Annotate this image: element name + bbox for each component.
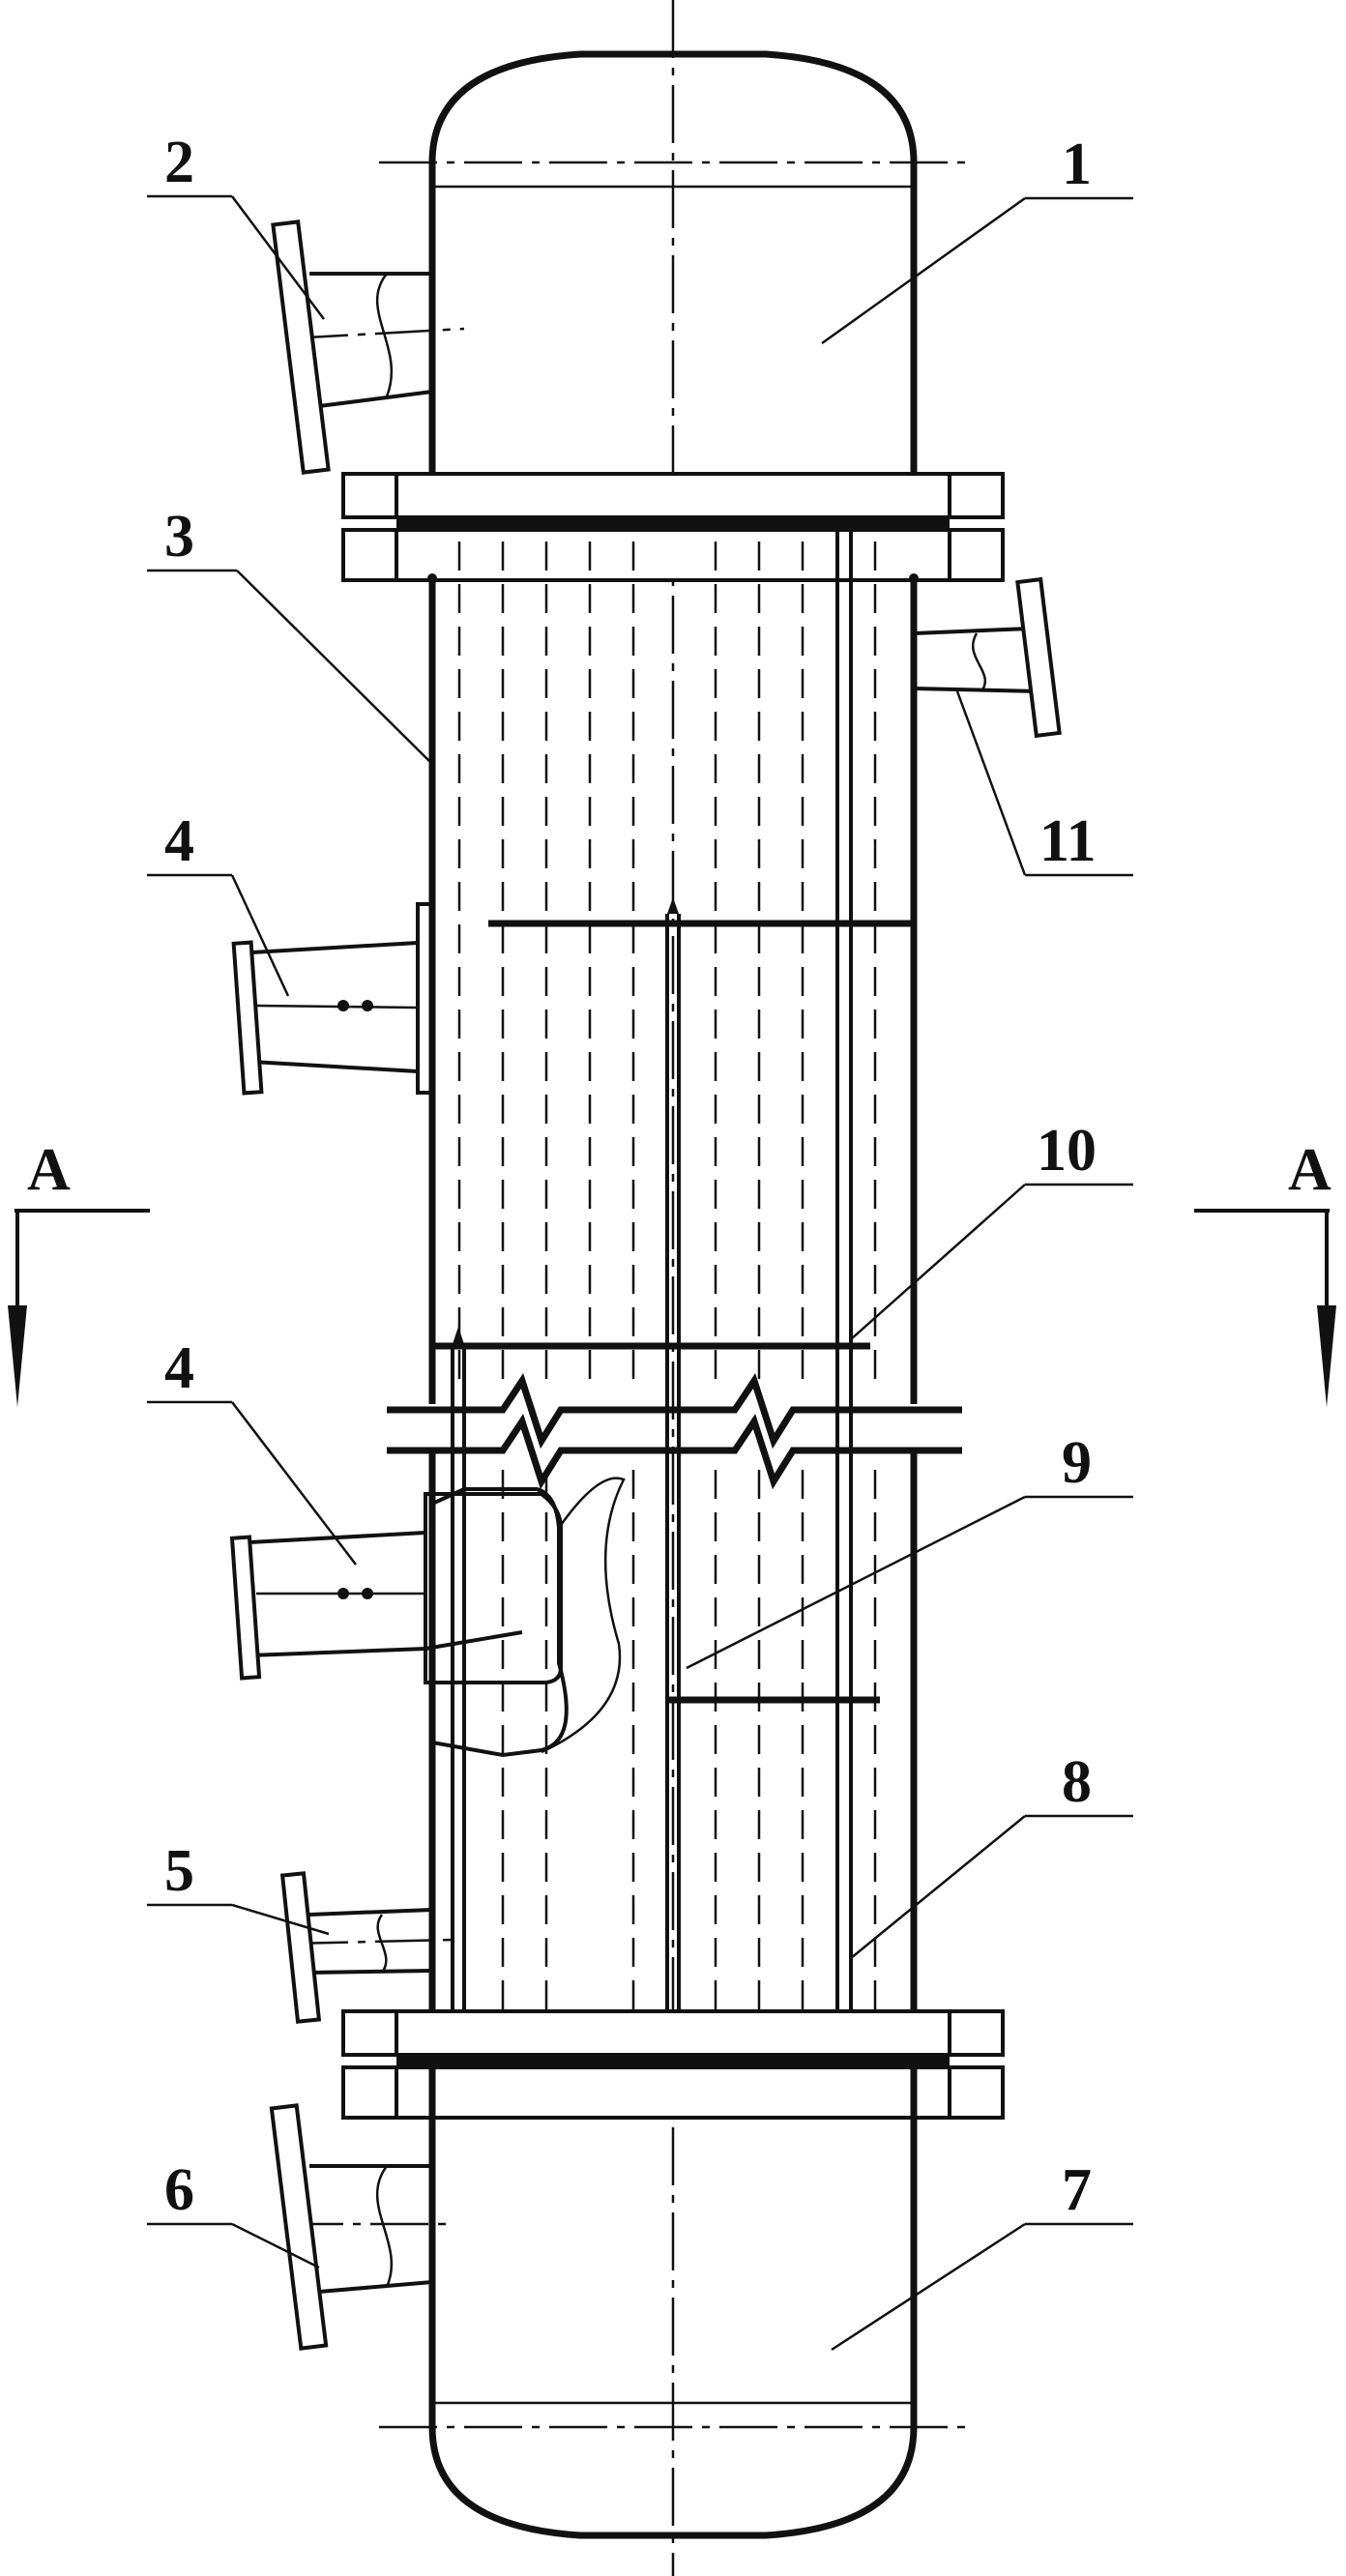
callout-6: 6 xyxy=(147,2157,320,2269)
nozzle-6 xyxy=(269,2103,454,2351)
nozzle-4-upper xyxy=(231,902,433,1096)
nozzle-2 xyxy=(271,220,465,475)
callout-5: 5 xyxy=(147,1838,330,1936)
callout-10-label: 10 xyxy=(1037,1118,1097,1184)
callout-8-label: 8 xyxy=(1062,1749,1092,1815)
callout-11-label: 11 xyxy=(1039,808,1097,874)
callout-5-label: 5 xyxy=(164,1838,194,1904)
nozzle-4-lower xyxy=(229,1477,626,1758)
section-marker-left: A xyxy=(8,1137,150,1407)
callout-1-label: 1 xyxy=(1062,132,1092,197)
shell xyxy=(387,580,962,2016)
bottom-head xyxy=(379,2067,967,2539)
callout-8: 8 xyxy=(850,1749,1133,1959)
callout-7: 7 xyxy=(831,2157,1133,2352)
section-label-right: A xyxy=(1288,1137,1331,1203)
callout-7-label: 7 xyxy=(1062,2157,1092,2223)
bottom-flanges xyxy=(341,2009,1005,2120)
tube-bundle xyxy=(457,542,877,2050)
callout-1: 1 xyxy=(821,132,1133,345)
tie-rods xyxy=(427,527,919,2069)
callout-9: 9 xyxy=(686,1430,1133,1670)
nozzle-5 xyxy=(279,1871,455,2024)
callout-10: 10 xyxy=(850,1118,1133,1340)
section-label-left: A xyxy=(27,1137,71,1203)
top-flanges xyxy=(341,472,1005,582)
callout-2: 2 xyxy=(147,130,326,320)
nozzle-11 xyxy=(913,576,1062,739)
section-marker-right: A xyxy=(1194,1137,1336,1407)
callout-4-lower: 4 xyxy=(147,1335,357,1566)
top-head xyxy=(379,50,967,517)
callout-9-label: 9 xyxy=(1062,1430,1092,1496)
callout-11: 11 xyxy=(955,690,1133,877)
callout-4-upper: 4 xyxy=(147,808,290,997)
callout-4b-label: 4 xyxy=(164,1335,194,1401)
callout-6-label: 6 xyxy=(164,2157,194,2223)
callout-3-label: 3 xyxy=(164,504,194,570)
baffles xyxy=(432,920,914,1704)
callout-3: 3 xyxy=(147,504,431,763)
callout-4a-label: 4 xyxy=(164,808,194,874)
callout-2-label: 2 xyxy=(164,130,194,195)
